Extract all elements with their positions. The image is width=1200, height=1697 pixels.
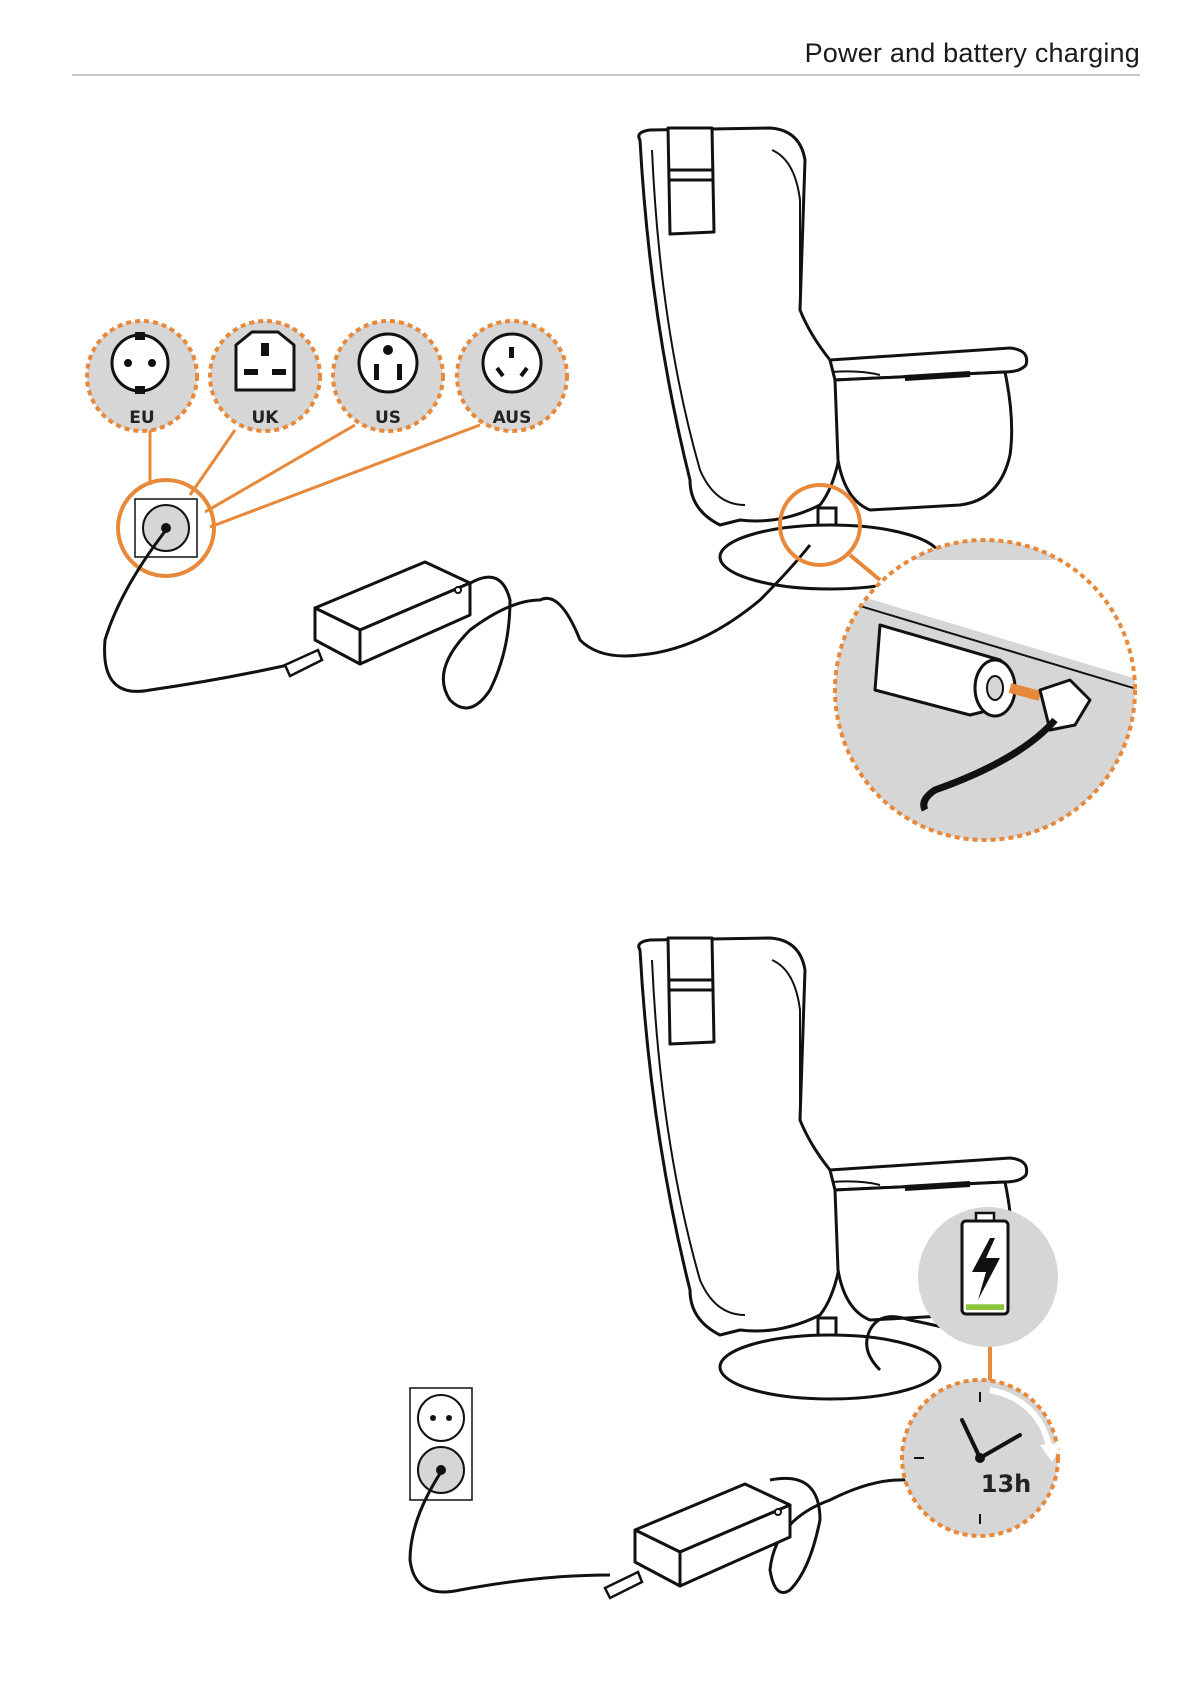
battery-level-fill [966, 1304, 1004, 1310]
plug-label-uk: UK [252, 408, 280, 428]
plug-icon-us: US [333, 321, 443, 431]
plug-icon-aus: AUS [457, 321, 567, 431]
plug-label-aus: AUS [493, 408, 532, 428]
power-adapter-bottom [605, 1484, 790, 1598]
charging-port-zoom [835, 540, 1140, 840]
wall-socket-bottom [410, 1388, 472, 1500]
plug-icon-eu: EU [87, 321, 197, 431]
chair-illustration-top [639, 128, 1027, 589]
plug-label-us: US [375, 408, 401, 428]
plug-label-eu: EU [129, 408, 154, 428]
plug-icon-uk: UK [210, 321, 320, 431]
power-adapter-top [285, 562, 470, 676]
wall-socket-top [118, 480, 214, 576]
charging-time-clock: 13h [902, 1380, 1062, 1536]
charging-duration-label: 13h [981, 1470, 1031, 1498]
battery-indicator [918, 1207, 1058, 1385]
plug-connector-lines [150, 425, 480, 527]
